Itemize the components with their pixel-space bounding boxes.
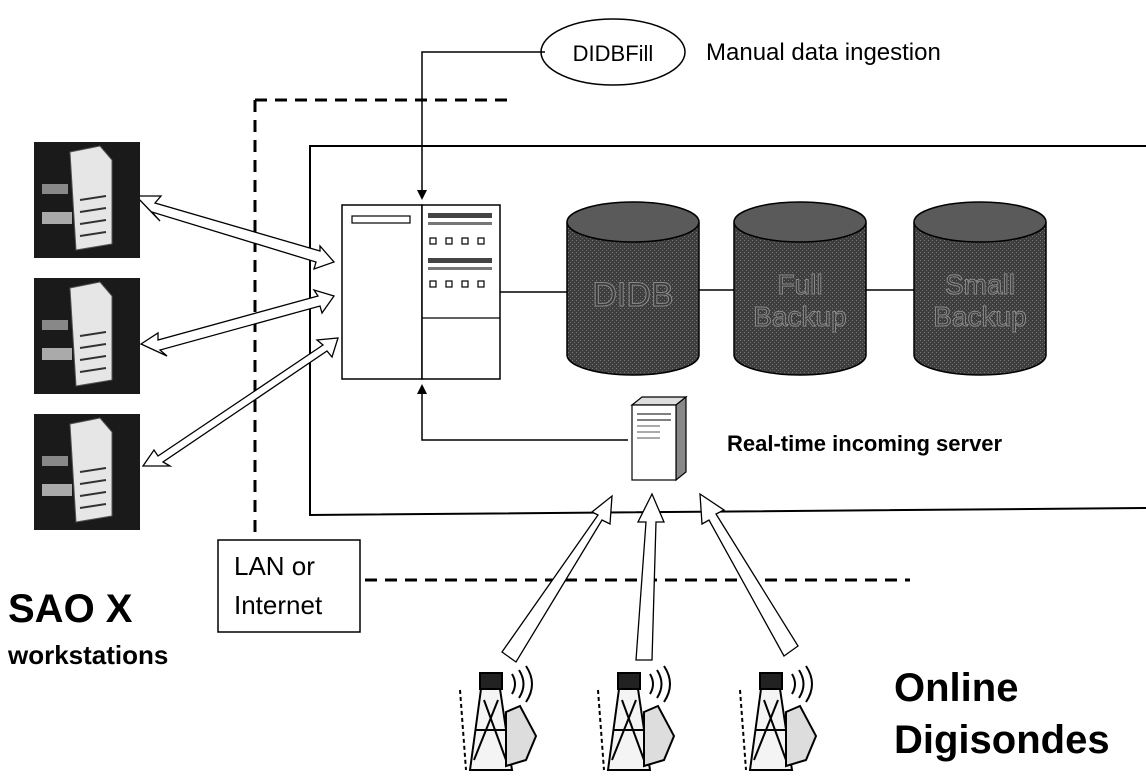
workstations-subtitle: workstations	[7, 640, 168, 670]
workstation-tower-icon	[34, 278, 140, 394]
network-label-line2: Internet	[234, 590, 323, 620]
incoming-to-db-arrow	[417, 384, 628, 441]
workstation-link-arrows	[134, 195, 339, 467]
server-tower-icon	[630, 395, 688, 482]
manual-ingest-arrow	[417, 51, 545, 200]
network-box	[217, 539, 361, 633]
digisonde-link-arrows	[501, 492, 799, 663]
workstation-tower-icon	[34, 414, 140, 530]
db-full-backup-line2: Backup	[753, 301, 846, 332]
db-small-backup-line1: Small	[945, 269, 1015, 300]
network-label-line1: LAN or	[234, 551, 315, 581]
antenna-tower-icon	[739, 665, 818, 771]
workstation-tower-icon	[34, 142, 140, 258]
system-boundary	[309, 145, 1146, 517]
database-cylinder-full-backup: Full Backup	[733, 201, 867, 376]
incoming-server-label: Real-time incoming server	[727, 431, 1003, 456]
didbfill-label: DIDBFill	[573, 41, 654, 66]
digisondes-title-line1: Online	[894, 666, 1018, 710]
antenna-tower-icon	[459, 665, 538, 771]
database-cylinder-didb: DIDB	[566, 201, 700, 376]
database-cylinder-small-backup: Small Backup	[913, 201, 1047, 376]
db-small-backup-line2: Backup	[933, 301, 1026, 332]
db-full-backup-line1: Full	[777, 269, 822, 300]
database-server	[341, 204, 501, 380]
digisondes-title-line2: Digisondes	[894, 718, 1110, 762]
antenna-tower-icon	[597, 665, 676, 771]
db-didb-label: DIDB	[592, 276, 673, 314]
manual-ingestion-caption: Manual data ingestion	[706, 39, 941, 66]
workstations-title: SAO X	[8, 587, 133, 631]
